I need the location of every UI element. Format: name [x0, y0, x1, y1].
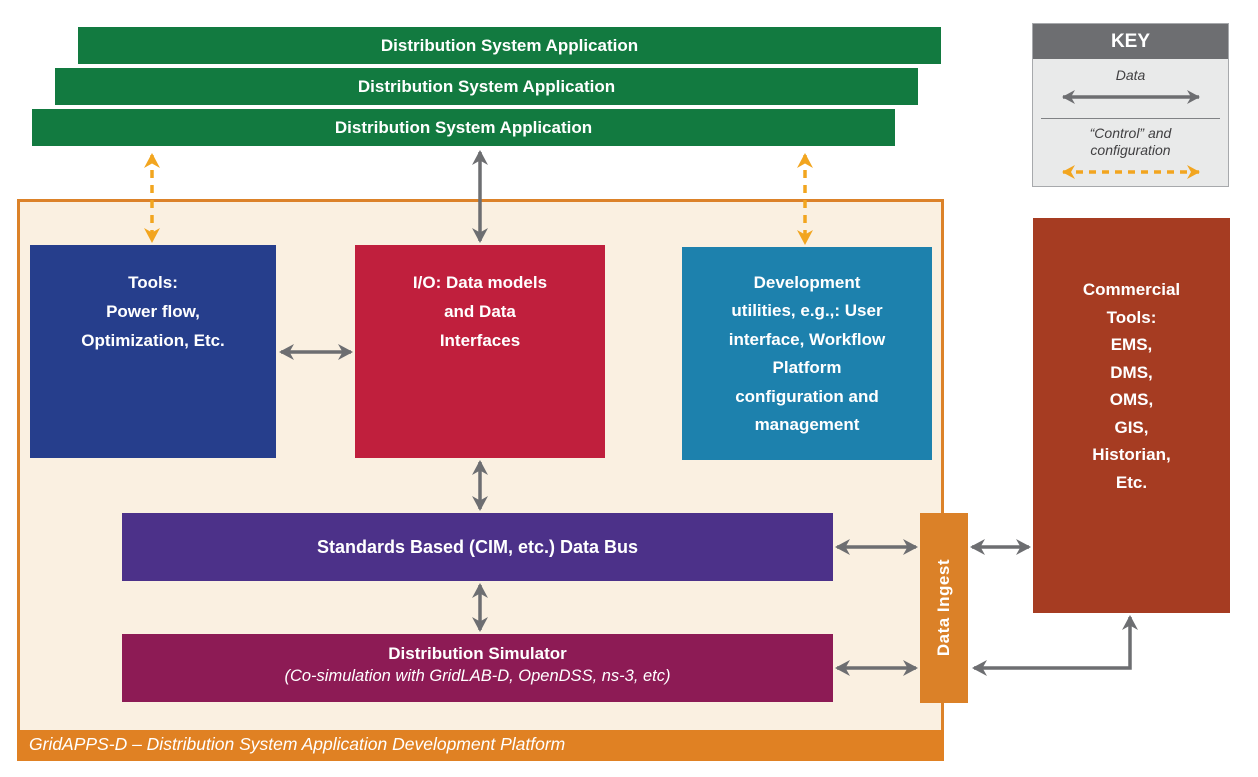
distribution-system-application-bar-1: Distribution System Application — [78, 27, 941, 64]
key-divider — [1041, 117, 1220, 119]
commercial-tools-box: Commercial Tools: EMS, DMS, OMS, GIS, Hi… — [1033, 218, 1230, 613]
commercial-tools-line: DMS, — [1110, 362, 1153, 382]
data-arrow-commercial-ingest-elbow — [972, 615, 1138, 676]
tools-box-line: Optimization, Etc. — [81, 330, 225, 350]
distribution-system-application-bar-3: Distribution System Application — [32, 109, 895, 146]
io-box-line: and Data — [444, 301, 516, 321]
key-control-arrow-icon — [1033, 163, 1228, 186]
dev-box-line: configuration and — [735, 386, 879, 406]
development-utilities-box: Development utilities, e.g.,: User inter… — [682, 247, 932, 460]
dev-box-line: management — [754, 414, 860, 434]
key-control-label-line2: configuration — [1090, 142, 1171, 158]
commercial-tools-line: EMS, — [1110, 335, 1153, 355]
io-box-line: Interfaces — [439, 330, 521, 350]
data-ingest-label: Data Ingest — [934, 559, 953, 657]
commercial-tools-line: Historian, — [1092, 445, 1171, 465]
key-data-arrow-icon — [1033, 88, 1228, 111]
distribution-simulator-box: Distribution Simulator (Co-simulation wi… — [122, 634, 833, 702]
io-data-models-box: I/O: Data models and Data Interfaces — [355, 245, 605, 458]
dev-box-line: utilities, e.g.,: User — [731, 301, 883, 321]
key-data-label: Data — [1115, 67, 1146, 83]
io-box-line: I/O: Data models — [412, 273, 548, 292]
tools-box: Tools: Power flow, Optimization, Etc. — [30, 245, 276, 458]
dev-box-line: Platform — [772, 358, 842, 378]
distribution-system-application-bar-2: Distribution System Application — [55, 68, 918, 105]
platform-caption: GridAPPS-D – Distribution System Applica… — [17, 730, 944, 761]
simulator-subtitle: (Co-simulation with GridLAB-D, OpenDSS, … — [284, 667, 671, 685]
key-control-label-line1: “Control” and — [1089, 124, 1172, 141]
simulator-title: Distribution Simulator — [388, 644, 567, 663]
data-ingest-box: Data Ingest — [920, 513, 968, 703]
commercial-tools-line: GIS, — [1114, 417, 1149, 437]
commercial-tools-line: Commercial — [1082, 280, 1181, 299]
key-legend: KEY Data “Control” and configuration — [1032, 23, 1229, 187]
dev-box-line: interface, Workflow — [728, 329, 886, 349]
standards-data-bus-box: Standards Based (CIM, etc.) Data Bus — [122, 513, 833, 581]
key-title: KEY — [1033, 24, 1228, 59]
dev-box-line: Development — [753, 273, 861, 292]
commercial-tools-line: Tools: — [1106, 307, 1157, 327]
commercial-tools-line: OMS, — [1109, 390, 1154, 410]
tools-box-line: Tools: — [128, 273, 178, 292]
tools-box-line: Power flow, — [106, 301, 200, 321]
commercial-tools-line: Etc. — [1115, 472, 1148, 492]
